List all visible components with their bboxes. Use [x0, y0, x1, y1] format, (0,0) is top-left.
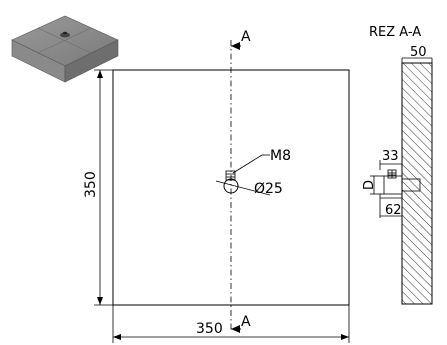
- svg-text:350: 350: [196, 321, 223, 337]
- section-view: 50 33 D 62: [362, 45, 433, 305]
- svg-text:A: A: [241, 29, 251, 45]
- svg-text:A: A: [241, 314, 251, 330]
- svg-text:350: 350: [83, 171, 99, 198]
- svg-text:M8: M8: [270, 148, 291, 164]
- diameter-callout: Ø25: [254, 181, 283, 197]
- svg-text:50: 50: [410, 45, 427, 60]
- section-marker-top: A: [231, 29, 251, 50]
- center-insert: [215, 170, 271, 196]
- section-marker-bottom: A: [231, 314, 251, 333]
- svg-text:62: 62: [385, 203, 402, 218]
- section-title: REZ A-A: [369, 25, 421, 40]
- width-dimension: 350: [112, 305, 350, 343]
- product-thumbnail: [11, 15, 119, 83]
- svg-text:33: 33: [382, 149, 399, 164]
- thread-callout: M8: [232, 148, 291, 174]
- height-dimension: 350: [83, 69, 113, 306]
- svg-text:Ø25: Ø25: [254, 181, 283, 197]
- svg-text:D: D: [362, 180, 377, 190]
